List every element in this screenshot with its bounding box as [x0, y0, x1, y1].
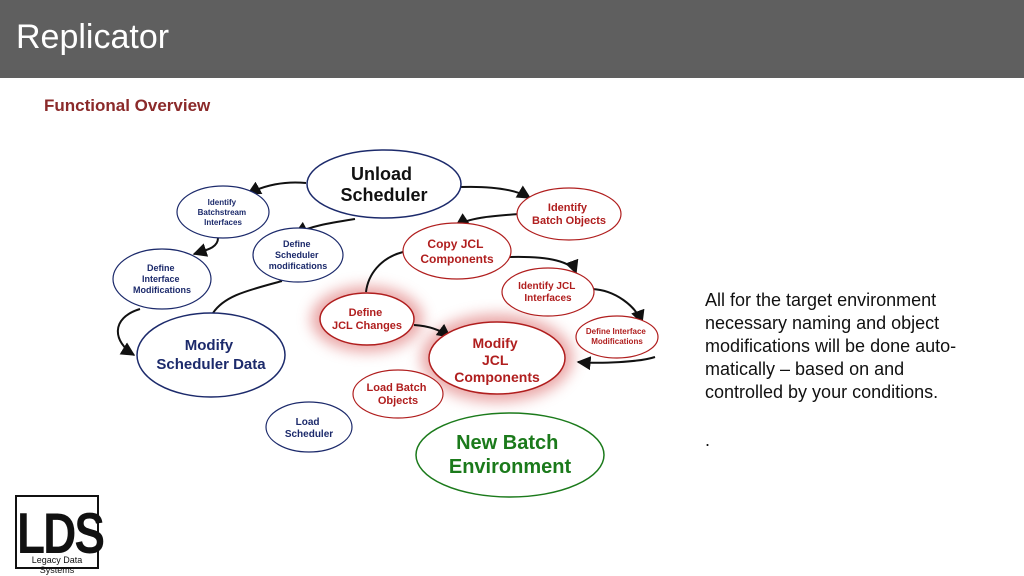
node-define-interface-right-line1: Define Interface — [586, 327, 647, 336]
svg-text:Define Interface Modif: Define Interface Modifications — [133, 263, 191, 295]
logo-letters: LDS — [17, 500, 105, 566]
node-identify-batchstream-line3: Interfaces — [204, 218, 242, 227]
node-identify-batchstream — [176, 185, 270, 239]
node-modify-jcl-line3: Components — [454, 369, 540, 385]
node-define-jcl-changes-line2: JCL Changes — [332, 320, 402, 332]
node-modify-scheduler-data — [136, 312, 286, 398]
node-unload-scheduler-line2: Scheduler — [340, 185, 427, 205]
node-modify-jcl-components — [428, 321, 566, 395]
description-line: All for the target environment — [705, 290, 937, 310]
description-line: modifications will be done auto- — [705, 336, 957, 356]
trailing-dot: . — [705, 430, 711, 450]
node-new-batch-line1: New Batch — [456, 432, 558, 454]
arrow-define-interface-to-modify-jcl — [576, 356, 656, 371]
node-load-batch-objects-line2: Objects — [378, 395, 418, 407]
svg-text:Define JCL Changes: Define JCL Changes — [332, 307, 402, 332]
arrow-interface-mods-to-modify-data — [116, 308, 141, 356]
description-line: necessary naming and object — [705, 313, 940, 333]
description-text: All for the target environment necessary… — [705, 289, 995, 404]
node-identify-batchstream-line2: Batchstream — [198, 208, 246, 217]
svg-text:Define Interface Modificat: Define Interface Modifications — [586, 327, 648, 346]
svg-text:Modify Scheduler Data: Modify Scheduler Data — [156, 337, 266, 373]
node-define-interface-left-line2: Interface — [142, 274, 180, 284]
node-define-jcl-changes — [319, 292, 415, 346]
node-modify-scheduler-data-line2: Scheduler Data — [156, 356, 266, 373]
node-copy-jcl-line1: Copy JCL — [427, 237, 483, 251]
node-define-interface-mods-left — [112, 248, 212, 310]
node-define-interface-left-line3: Modifications — [133, 285, 191, 295]
node-copy-jcl-line2: Components — [420, 252, 494, 266]
node-load-batch-objects-line1: Load Batch — [367, 382, 427, 394]
node-identify-jcl-interfaces — [501, 267, 595, 317]
arrow-batchstream-to-interface-mods — [192, 237, 219, 257]
svg-text:Define Scheduler modif: Define Scheduler modifications — [269, 239, 328, 271]
node-load-batch-objects — [352, 369, 444, 419]
logo-tagline: Legacy Data Systems — [31, 555, 83, 575]
arrow-identify-interfaces-to-define-interface — [591, 288, 645, 325]
svg-text:Identify Batch Objects: Identify Batch Objects — [532, 202, 606, 227]
node-modify-jcl-line1: Modify — [473, 335, 518, 351]
node-load-scheduler-line2: Scheduler — [285, 429, 333, 440]
node-define-jcl-changes-line1: Define — [349, 307, 383, 319]
node-modify-scheduler-data-line1: Modify — [185, 337, 234, 354]
node-copy-jcl-components — [402, 222, 512, 280]
node-new-batch-line2: Environment — [449, 456, 572, 478]
arrow-scheduler-mods-to-modify-data — [212, 280, 283, 314]
svg-text:Identify Batchstream I: Identify Batchstream Interfaces — [198, 198, 249, 227]
node-unload-scheduler-line1: Unload — [351, 164, 412, 184]
node-define-scheduler-mods-line2: Scheduler — [275, 250, 319, 260]
node-identify-jcl-interfaces-line1: Identify JCL — [518, 281, 575, 292]
svg-text:Copy JCL Components: Copy JCL Components — [420, 237, 494, 266]
node-define-scheduler-mods-line1: Define — [283, 239, 311, 249]
svg-text:Load Scheduler: Load Scheduler — [285, 417, 333, 440]
node-define-interface-right-line2: Modifications — [591, 337, 643, 346]
description-line: matically – based on and — [705, 359, 905, 379]
svg-text:Modify JCL Components: Modify JCL Components — [454, 335, 540, 385]
arrow-copy-jcl-to-identify-interfaces — [509, 255, 579, 275]
arrow-unload-to-batchstream — [246, 181, 307, 195]
svg-text:Unload Scheduler: Unload Scheduler — [340, 164, 427, 205]
node-identify-batch-objects-line2: Batch Objects — [532, 215, 606, 227]
arrow-copy-jcl-to-define-jcl — [365, 251, 404, 293]
node-unload-scheduler — [306, 149, 462, 219]
svg-text:Identify JCL Interfaces: Identify JCL Interfaces — [518, 281, 578, 304]
node-load-scheduler-line1: Load — [296, 417, 320, 428]
section-subtitle: Functional Overview — [44, 96, 211, 115]
arrow-unload-to-batch-objects — [459, 185, 532, 199]
node-identify-jcl-interfaces-line2: Interfaces — [524, 293, 572, 304]
header-bar: Replicator — [0, 0, 1024, 78]
page-title: Replicator — [16, 18, 170, 56]
node-load-scheduler — [265, 401, 353, 453]
svg-text:New Batch Environment: New Batch Environment — [449, 432, 572, 478]
svg-text:Load Batch Objects: Load Batch Objects — [367, 382, 430, 407]
node-define-interface-mods-right — [575, 315, 659, 359]
node-define-scheduler-mods — [252, 227, 344, 283]
node-identify-batchstream-line1: Identify — [208, 198, 237, 207]
node-new-batch-environment — [415, 412, 605, 498]
node-identify-batch-objects-line1: Identify — [548, 202, 588, 214]
node-define-scheduler-mods-line3: modifications — [269, 261, 328, 271]
node-identify-batch-objects — [516, 187, 622, 241]
description-line: controlled by your conditions. — [705, 382, 939, 402]
node-modify-jcl-line2: JCL — [482, 352, 509, 368]
node-define-interface-left-line1: Define — [147, 263, 175, 273]
lds-logo: LDS Legacy Data Systems — [15, 495, 105, 575]
